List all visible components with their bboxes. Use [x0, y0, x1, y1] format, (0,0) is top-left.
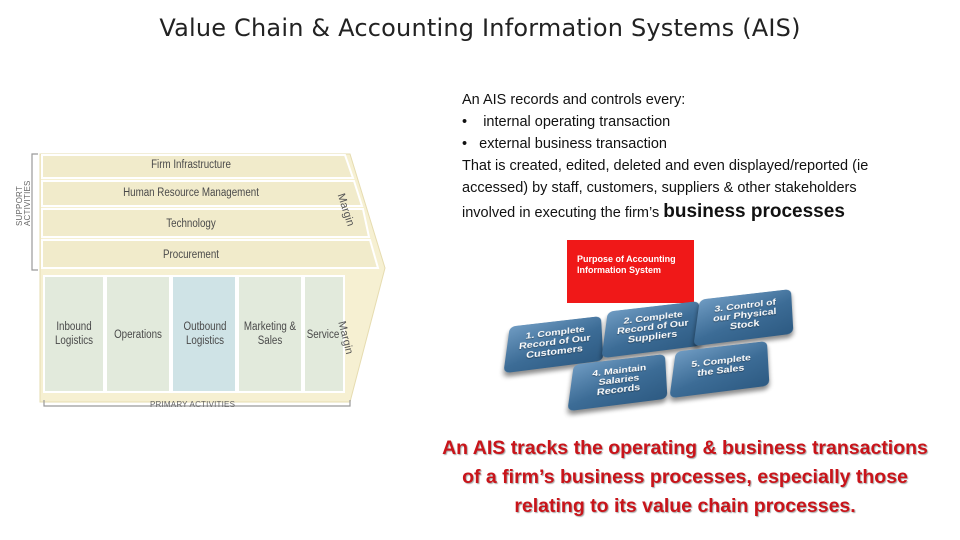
support-activities-label: SUPPORT ACTIVITIES	[15, 146, 32, 226]
primary-box-line2: Logistics	[54, 335, 94, 347]
primary-box-line1: Marketing &	[243, 321, 297, 333]
desc-line5: accessed) by staff, customers, suppliers…	[462, 180, 857, 196]
primary-box-shape-1	[43, 275, 105, 393]
desc-bullet-external: • external business transaction	[462, 136, 667, 152]
support-row-shape-1	[41, 154, 355, 179]
summary-line3: relating to its value chain processes.	[514, 495, 856, 517]
value-chain-diagram: SUPPORT ACTIVITIES Firm Infrastructure H…	[10, 148, 390, 418]
value-chain-shapes	[31, 153, 386, 407]
primary-box-line1: Operations	[114, 329, 162, 341]
support-row-technology: Technology	[166, 218, 216, 230]
primary-box-line1: Outbound	[183, 321, 227, 333]
primary-bracket	[43, 400, 351, 407]
ais-description: An AIS records and controls every: • int…	[462, 89, 942, 224]
slide-title: Value Chain & Accounting Information Sys…	[159, 14, 801, 42]
primary-box-line2: Sales	[257, 335, 283, 347]
summary-line1: An AIS tracks the operating & business t…	[442, 437, 928, 459]
summary-line2: of a firm’s business processes, especial…	[462, 466, 908, 488]
support-row-shape-2	[41, 180, 364, 207]
purpose-header-line1: Purpose of Accounting	[577, 254, 676, 264]
purpose-header-line2: Information System	[577, 265, 662, 275]
primary-box-line1: Service	[306, 329, 340, 341]
support-bracket	[31, 153, 38, 271]
tile-line3: Stock	[729, 317, 760, 333]
primary-box-shape-5	[303, 275, 345, 393]
primary-box-operations: Operations	[110, 328, 166, 342]
purpose-tile-4: 4. Maintain Salaries Records	[567, 354, 668, 412]
desc-line6: involved in executing the firm’s busines…	[462, 201, 942, 224]
primary-box-outbound-logistics: Outbound Logistics	[179, 320, 232, 348]
purpose-tile-5: 5. Complete the Sales	[669, 341, 770, 399]
primary-box-shape-4	[237, 275, 303, 393]
primary-activities-label: PRIMARY ACTIVITIES	[150, 400, 236, 409]
purpose-tile-3: 3. Control of our Physical Stock	[693, 289, 794, 347]
support-row-shape-3	[41, 208, 371, 238]
support-row-procurement: Procurement	[163, 249, 219, 261]
purpose-graphic: Purpose of Accounting Information System…	[503, 240, 794, 416]
desc-line6-emphasis: business processes	[663, 201, 845, 222]
purpose-header: Purpose of Accounting Information System	[567, 240, 694, 303]
primary-box-shape-2	[105, 275, 171, 393]
desc-bullet-internal: • internal operating transaction	[462, 114, 671, 130]
summary-statement: An AIS tracks the operating & business t…	[420, 434, 950, 521]
desc-intro: An AIS records and controls every:	[462, 92, 686, 108]
primary-box-shape-3	[171, 275, 237, 393]
primary-box-marketing-sales: Marketing & Sales	[242, 320, 298, 348]
primary-box-line1: Inbound	[56, 321, 92, 333]
primary-box-inbound-logistics: Inbound Logistics	[49, 320, 98, 348]
support-row-shape-4	[41, 239, 380, 269]
primary-box-line2: Logistics	[185, 335, 225, 347]
support-row-firm-infrastructure: Firm Infrastructure	[151, 159, 231, 171]
desc-line6-prefix: involved in executing the firm’s	[462, 205, 664, 221]
desc-line4: That is created, edited, deleted and eve…	[462, 158, 869, 174]
support-row-hrm: Human Resource Management	[123, 187, 259, 199]
support-label-line2: ACTIVITIES	[23, 180, 32, 226]
primary-box-service: Service	[303, 328, 342, 342]
